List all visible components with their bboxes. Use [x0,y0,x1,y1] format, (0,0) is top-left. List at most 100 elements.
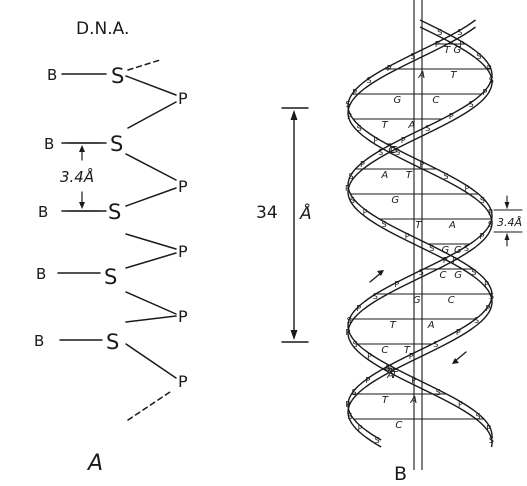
phosphate-label: P [178,89,188,108]
backbone-label: S [350,196,355,205]
sugar-label: S [106,330,119,354]
backbone-label: P [487,64,492,73]
backbone-label: P [443,256,448,265]
backbone-label: S [395,148,400,157]
backbone-label: S [357,124,362,133]
base-letter: G [454,245,462,256]
backbone-label: S [410,52,415,61]
backbone-label: P [356,304,361,313]
arrow-down-icon [79,202,85,209]
base-letter: T [382,395,389,406]
backbone-label: S [489,292,494,301]
backbone-label: S [419,268,424,277]
backbone-label: S [373,292,378,301]
base-label: B [34,332,44,350]
backbone-label: P [456,328,461,337]
backbone-label: P [346,328,351,337]
backbone-label: P [459,40,464,49]
base-letter: A [409,395,417,406]
panel-b-caption: B [394,463,407,485]
backbone-label: P [488,208,493,217]
backbone-label: S [382,220,387,229]
base-letter: C [395,420,402,431]
row-5: B S P [34,330,188,391]
base-letter: A [417,70,425,81]
pitch-dimension: 34 Å [256,108,312,342]
base-letter: G [394,95,402,106]
sugar-label: S [108,200,121,224]
arrow-up-icon [505,233,510,240]
backbone-label: P [452,256,457,265]
backbone-label: S [476,52,481,61]
backbone-label: S [488,220,493,229]
backbone-label: S [489,436,494,445]
backbone-label: P [367,352,372,361]
backbone-label: P [435,40,440,49]
backbone-label: P [352,88,357,97]
backbone-label: P [449,112,454,121]
backbone-label: S [352,388,357,397]
backbone-label: S [425,124,430,133]
base-letter: C [439,270,446,281]
backbone-label: S [378,148,383,157]
backbone-label: S [436,388,441,397]
backbone-label: S [471,268,476,277]
backbone-label: P [345,184,350,193]
panel-a: D.N.A. B S P [34,19,188,476]
backbone-label: P [464,184,469,193]
backbone-label: S [457,28,462,37]
backbone-label: P [484,280,489,289]
spacing-dimension: 3.4Å [60,143,100,211]
backbone-label: S [387,364,392,373]
base-letter: C [432,95,439,106]
sugar-label: S [111,64,124,88]
arrow-up-icon [291,110,298,120]
backbone-label: P [482,88,487,97]
phosphate-label: P [178,242,188,261]
pitch-unit: Å [299,202,312,224]
backbone-label: P [409,352,414,361]
base-letter: T [415,220,422,231]
sugar-label: S [110,132,123,156]
base-letter: C [381,345,388,356]
base-letter: T [390,320,397,331]
base-label: B [38,203,48,221]
backbone-label: P [479,232,484,241]
base-letter: A [448,220,456,231]
backbone-label: S [480,196,485,205]
sugar-label: S [104,265,117,289]
backbone-label: P [394,280,399,289]
backbone-label: S [367,76,372,85]
sugar-phosphate-backbone [126,60,176,420]
backbone-label: S [489,76,494,85]
base-letter: G [413,295,421,306]
row-3: B S P [38,200,188,261]
backbone-label: S [345,100,350,109]
backbone-label: P [387,64,392,73]
base-letter: T [450,70,457,81]
row-2: B S P [44,132,188,196]
base-letter: T [406,170,413,181]
backbone-label: P [358,424,363,433]
pitch-number: 34 [256,203,278,223]
backbone-label: S [429,244,434,253]
backbone-label: S [349,172,354,181]
backbone-label: S [464,244,469,253]
backbone-label: S [353,340,358,349]
backbone-label: S [375,436,380,445]
backbone-label: P [363,208,368,217]
backbone-label: P [345,400,350,409]
base-letter: A [407,120,415,131]
base-letter: A [380,170,388,181]
double-helix: TGATGCTACGATGTAGGCGGCTACTATTACSPSPSPSPSP… [345,0,494,470]
base-letter: T [382,120,389,131]
spacing-label: 3.4Å [60,167,94,186]
row-1: B S P [47,64,188,108]
backbone-label: S [437,28,442,37]
base-label: B [47,66,57,84]
backbone-label: S [444,172,449,181]
phosphate-label: P [178,372,188,391]
backbone-label: P [347,112,352,121]
